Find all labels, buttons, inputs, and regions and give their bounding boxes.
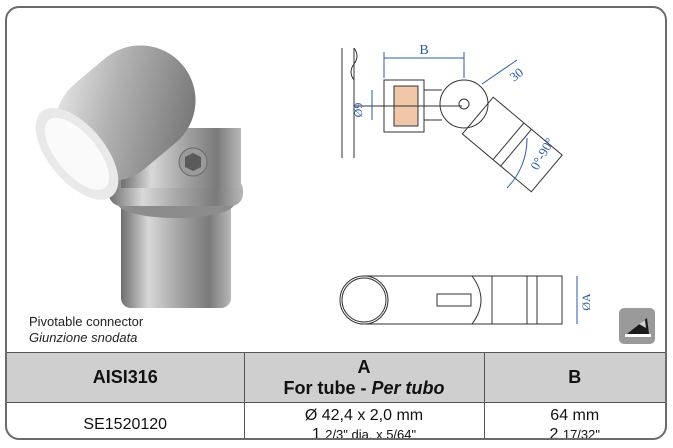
tube-size-imperial-whole: 1 [311, 425, 326, 440]
table-header-row: AISI316 A For tube - Per tubo B [7, 352, 665, 403]
tube-size-cell: Ø 42,4 x 2,0 mm 1 2/3" dia. x 5/64" [244, 402, 485, 440]
header-material: AISI316 [7, 352, 245, 403]
dimension-b-label: B [419, 43, 428, 58]
header-b: B [484, 352, 665, 403]
technical-drawing-side: ØA [339, 275, 593, 325]
dimension-b-metric: 64 mm [550, 406, 600, 424]
header-a: A For tube - Per tubo [244, 352, 485, 403]
dimension-30-label: 30 [507, 65, 526, 85]
header-a-english: For tube - [283, 377, 372, 398]
caption-italian: Giunzione snodata [29, 330, 138, 345]
tube-size-imperial-fraction: 2/3" dia. x 5/64" [325, 426, 417, 440]
dimension-b-cell: 64 mm 2 17/32" [484, 402, 665, 440]
dimension-b-imperial-fraction: 17/32" [562, 426, 600, 440]
product-code: SE1520120 [7, 402, 245, 438]
cutter-tool-icon [619, 308, 655, 344]
dimension-b-imperial-whole: 2 [549, 425, 563, 440]
dimension-d9-label: Ø9 [351, 103, 365, 118]
specs-table: AISI316 A For tube - Per tubo B SE152012… [7, 352, 665, 440]
tube-size-metric: Ø 42,4 x 2,0 mm [304, 406, 424, 424]
product-caption: Pivotable connector Giunzione snodata [29, 314, 143, 346]
technical-drawing-top: B 30 Ø9 0°-90° [341, 43, 563, 193]
product-photo [35, 45, 243, 308]
product-card: B 30 Ø9 0°-90° ØA Pivotable connector Gi… [5, 6, 667, 440]
dimension-da-label: ØA [579, 293, 593, 311]
header-a-italian: Per tubo [371, 377, 445, 398]
caption-english: Pivotable connector [29, 314, 144, 329]
header-a-letter: A [357, 356, 371, 377]
table-row: SE1520120 Ø 42,4 x 2,0 mm 1 2/3" dia. x … [7, 402, 665, 440]
